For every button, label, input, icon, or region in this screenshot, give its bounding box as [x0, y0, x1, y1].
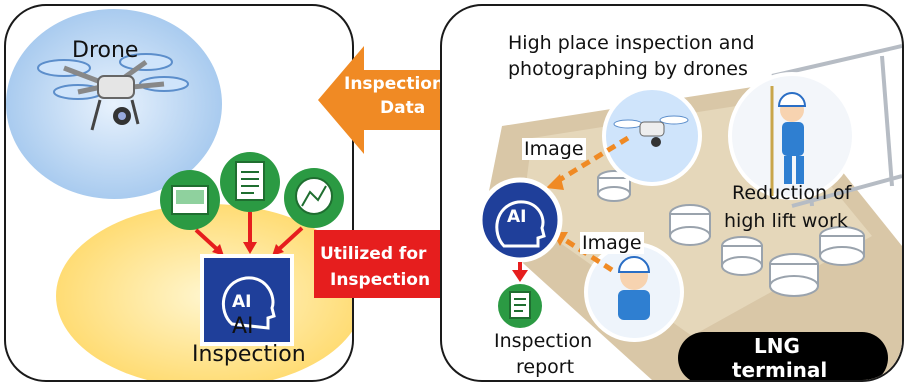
drone-label: Drone — [72, 38, 139, 63]
ai-label-line2: Inspection — [192, 342, 306, 367]
ai-badge-text: AI — [232, 292, 252, 312]
data-arrows — [194, 212, 304, 256]
utilized-line1: Utilized for — [320, 244, 427, 264]
lng-terminal-badge — [678, 332, 888, 380]
lng-line1: LNG — [754, 334, 800, 358]
worker-ground-icon — [617, 256, 651, 320]
worker-high-icon — [770, 86, 807, 196]
ai-head-icon — [222, 276, 276, 330]
report-line1: Inspection — [494, 330, 593, 352]
lng-line2: terminal — [732, 358, 828, 382]
image-data-icon — [160, 170, 220, 230]
image-flow-arrows — [554, 135, 630, 273]
inspection-data-line2: Data — [380, 98, 426, 118]
small-drone-icon — [613, 115, 689, 147]
ai-label-line1: AI — [232, 314, 254, 339]
reduction-line1: Reduction of — [732, 182, 852, 204]
high-place-line1: High place inspection and — [508, 32, 755, 54]
inspection-data-line1: Inspection — [344, 74, 445, 94]
document-data-icon — [220, 152, 280, 212]
ai-badge-right: AI — [507, 207, 527, 227]
high-place-line2: photographing by drones — [508, 58, 748, 80]
right-panel: High place inspection and photographing … — [440, 4, 904, 382]
sky-circle — [6, 9, 222, 199]
reduction-line2: high lift work — [724, 210, 848, 232]
left-panel: Drone AI AI Inspection — [4, 4, 354, 382]
ai-box — [200, 254, 294, 346]
chart-data-icon — [284, 168, 344, 228]
right-illustration — [477, 44, 902, 380]
utilized-line2: Inspection — [330, 270, 431, 290]
ai-head-icon-right — [495, 200, 546, 248]
image-label-bottom: Image — [580, 232, 644, 254]
report-line2: report — [516, 356, 575, 378]
image-label-top: Image — [522, 138, 586, 160]
lng-tanks — [597, 170, 865, 297]
drone-icon — [37, 53, 189, 131]
left-illustration — [6, 9, 352, 380]
